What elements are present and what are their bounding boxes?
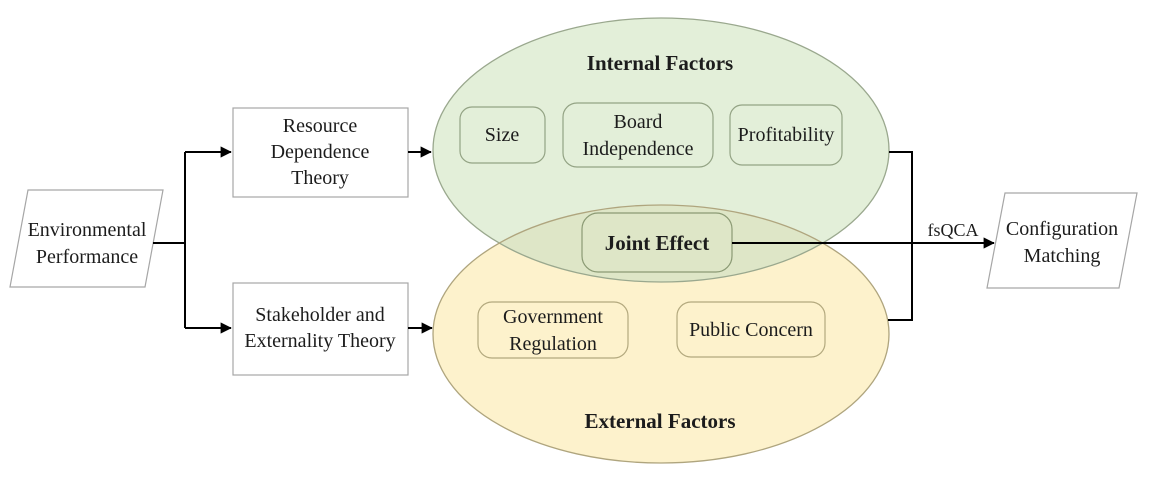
resource-theory-label-line2: Dependence	[271, 141, 370, 163]
government-regulation-label-line1: Government	[503, 306, 603, 328]
government-regulation-node	[477, 301, 629, 359]
configuration-matching-label-line2: Matching	[1024, 245, 1101, 267]
size-node	[459, 106, 546, 164]
fsqca-edge-label: fsQCA	[927, 220, 978, 240]
profitability-node	[729, 104, 843, 166]
internal-factors-ellipse	[433, 18, 889, 282]
board-independence-node	[562, 102, 714, 168]
joint-effect-label: Joint Effect	[605, 231, 709, 255]
board-independence-label-line1: Board	[614, 111, 663, 133]
government-regulation-label-line2: Regulation	[509, 333, 597, 355]
stakeholder-externality-theory-node	[232, 282, 409, 376]
profitability-label: Profitability	[738, 124, 835, 146]
stakeholder-theory-label-line1: Stakeholder and	[255, 304, 384, 326]
public-concern-node	[676, 301, 826, 358]
board-independence-label-line2: Independence	[582, 138, 693, 160]
environmental-performance-node	[9, 189, 164, 288]
resource-theory-label-line1: Resource	[283, 115, 358, 137]
configuration-matching-label-line1: Configuration	[1006, 218, 1118, 240]
internal-factors-ellipse-outline	[432, 17, 890, 283]
public-concern-label: Public Concern	[689, 319, 813, 341]
env-branch-connector	[153, 152, 186, 328]
configuration-matching-node	[986, 192, 1138, 289]
external-factors-title: External Factors	[584, 409, 735, 433]
internal-factors-title: Internal Factors	[587, 51, 733, 75]
resource-theory-label-line3: Theory	[291, 167, 349, 189]
resource-dependence-theory-node	[232, 107, 409, 198]
size-label: Size	[485, 124, 520, 146]
stakeholder-theory-label-line2: Externality Theory	[244, 330, 395, 352]
external-factors-ellipse	[433, 205, 889, 463]
external-factors-ellipse-outline	[432, 204, 890, 464]
environmental-performance-label-line2: Performance	[36, 246, 138, 268]
environmental-performance-label-line1: Environmental	[28, 219, 147, 241]
